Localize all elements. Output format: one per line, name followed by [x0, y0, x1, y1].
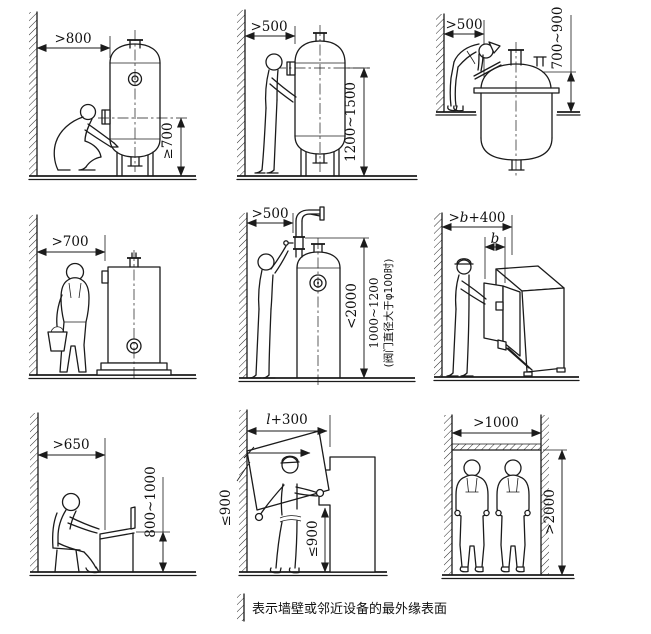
- wall-hatch: [237, 10, 245, 176]
- dim-label: ≥700: [160, 122, 176, 159]
- ceiling: [451, 443, 542, 451]
- vertical-vessel: [98, 30, 190, 177]
- dimension-wall-clearance: >650: [37, 437, 106, 530]
- dimension-opening-height: ≤900: [305, 507, 329, 573]
- legend-text: 表示墙壁或邻近设备的最外缘表面: [252, 601, 447, 617]
- seated-worker: [57, 492, 100, 574]
- dim-label: 700~900: [550, 7, 566, 70]
- bending-worker: [447, 41, 502, 112]
- panel-sunken-vessel: >500 700~900: [435, 7, 581, 177]
- dim-label: >500: [250, 19, 287, 35]
- dimension-height: >2000: [542, 449, 567, 576]
- wall-hatch: [434, 213, 442, 377]
- dim-label: ≤900: [218, 489, 234, 526]
- rectangular-tank: [96, 250, 172, 381]
- dim-label: >800: [54, 31, 91, 47]
- worker-right: [495, 459, 531, 573]
- wall-hatch: [29, 12, 37, 176]
- dim-alt-label: 1000~1200: [367, 277, 381, 348]
- dim-label: >700: [51, 234, 88, 250]
- dim-label: b: [491, 231, 500, 247]
- standing-worker: [254, 53, 297, 174]
- wall-hatch-symbol: [237, 594, 244, 621]
- dim-label: >2000: [542, 489, 558, 535]
- pulling-worker: [446, 258, 487, 377]
- worker-with-bucket: [47, 262, 90, 373]
- dim-label: >650: [52, 437, 89, 453]
- vessel: [296, 238, 341, 385]
- dimension-height: 1200~1500: [343, 67, 370, 177]
- dim-label: ≤900: [305, 520, 321, 557]
- left-wall-hatch: [444, 415, 452, 575]
- floor: [29, 571, 197, 577]
- dim-label: >1000: [473, 415, 519, 431]
- panel-seated-operator: >650 800~1000: [29, 412, 197, 577]
- floor: [441, 574, 575, 580]
- wall-hatch: [30, 413, 38, 572]
- dim-label: 1200~1500: [343, 82, 359, 162]
- dimension-wall-clearance: >500: [244, 19, 296, 44]
- floor: [433, 376, 580, 382]
- dim-label: 800~1000: [143, 466, 159, 537]
- dim-label: >500: [445, 17, 482, 33]
- worker-left: [454, 459, 490, 573]
- dimension-width: >1000: [451, 415, 542, 437]
- dim-label: <2000: [344, 283, 360, 329]
- panel-drawer-cabinet: >b+400 b: [433, 210, 580, 382]
- dim-label: l+300: [266, 412, 307, 428]
- floor: [236, 175, 418, 181]
- floor: [435, 111, 581, 116]
- dimension-drawer-width: b: [484, 231, 506, 283]
- dimension-wall-clearance: >800: [36, 31, 111, 58]
- dimension-wall-clearance: >700: [36, 234, 106, 261]
- panel-bucket-worker: >700: [28, 214, 197, 381]
- panel-overhead-valve: >500 <2000 1000~1200 (阀门直径大于φ100时): [238, 206, 416, 385]
- dimension-wall-clearance: >500: [246, 206, 294, 233]
- panel-standing-worker: >500 1200~1500: [236, 9, 418, 181]
- chair: [51, 512, 81, 573]
- console-desk: [99, 506, 136, 573]
- crouching-worker: [53, 103, 119, 171]
- dimension-height: <2000 1000~1200 (阀门直径大于φ100时): [305, 237, 395, 379]
- drawer: [483, 282, 521, 357]
- wall-hatch: [239, 410, 247, 572]
- dim-alt-note: (阀门直径大于φ100时): [382, 259, 395, 368]
- right-wall-hatch: [541, 415, 549, 575]
- cabinet: [495, 265, 566, 377]
- wall-hatch: [29, 215, 37, 375]
- pipe-and-valve: [283, 206, 325, 258]
- reaching-worker: [249, 245, 289, 379]
- sunken-vessel: [473, 20, 560, 177]
- panel-crouching-worker: >800 ≥700: [28, 11, 197, 181]
- legend: 表示墙壁或邻近设备的最外缘表面: [237, 593, 447, 622]
- dim-label: >500: [251, 206, 288, 222]
- dimension-lean-height: ≤900: [218, 489, 234, 526]
- withdrawn-sheet: [236, 430, 330, 511]
- panel-passage: >1000 >2000: [441, 414, 575, 580]
- panel-withdraw-component: l+300 ≤900 ≤900: [218, 409, 388, 577]
- dimension-clearance: >b+400: [441, 210, 513, 255]
- dim-label: >b+400: [448, 210, 505, 226]
- carrying-worker: [254, 455, 325, 574]
- dimension-height: ≥700: [160, 117, 185, 177]
- dimension-height: 800~1000: [136, 466, 170, 573]
- wall-hatch: [239, 213, 247, 378]
- dimension-length: l+300: [243, 412, 331, 459]
- wall-hatch: [436, 14, 444, 112]
- floor: [28, 175, 197, 181]
- dimension-height: 700~900: [542, 7, 576, 113]
- dimension-wall-clearance: >500: [443, 17, 485, 38]
- equipment-with-opening: [318, 456, 376, 573]
